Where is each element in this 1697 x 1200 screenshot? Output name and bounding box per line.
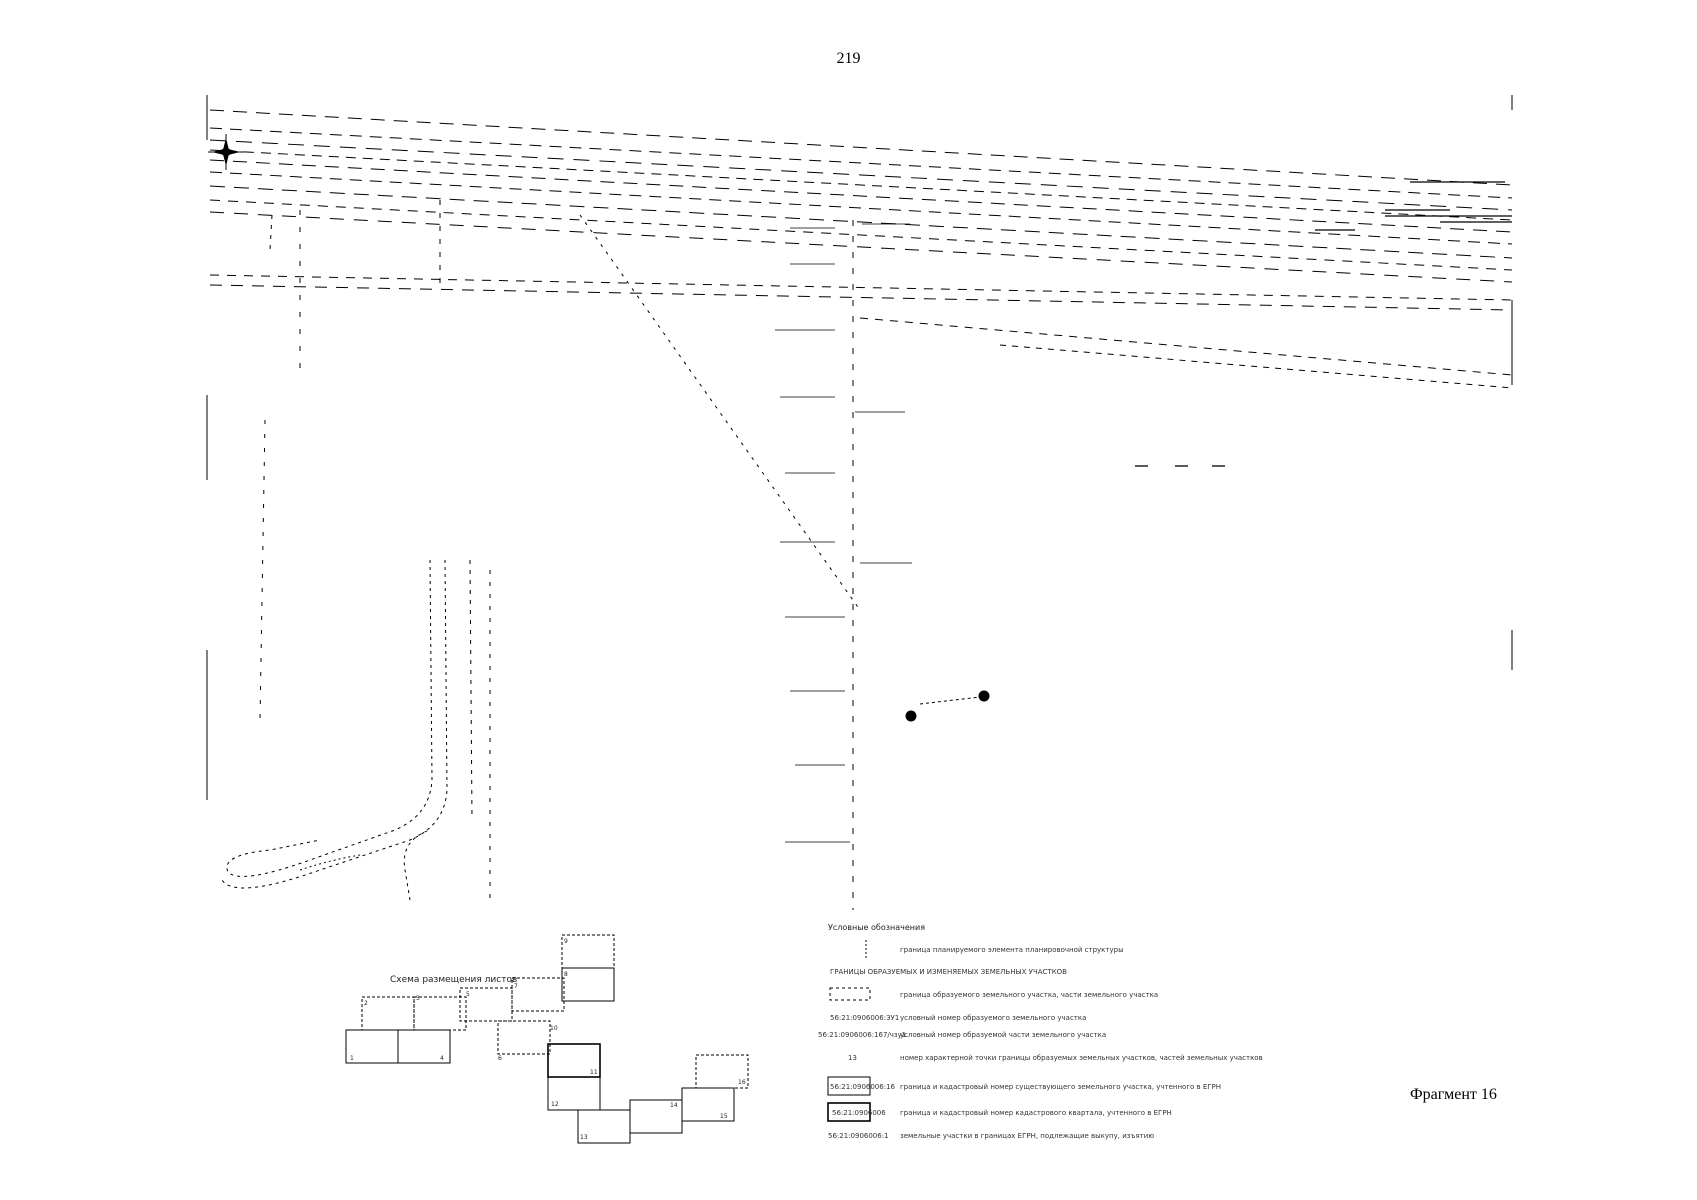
legend-item-text: номер характерной точки границы образуем…: [900, 1054, 1263, 1062]
sheet-number: 1: [350, 1055, 354, 1062]
compass-rose-icon: [208, 134, 244, 170]
legend-item-symbol: 56:21:0906006: [832, 1109, 886, 1117]
boundary-point-markers: [905, 690, 990, 722]
scheme-title: Схема размещения листов: [390, 975, 517, 985]
sheet-number: 13: [580, 1134, 588, 1141]
legend-item-symbol: 56:21:0906006:ЗУ1: [830, 1014, 899, 1022]
legend-item-symbol: 56:21:0906006:16: [830, 1083, 896, 1091]
sheet-number: 4: [440, 1055, 444, 1062]
sheet-number: 2: [364, 1000, 368, 1007]
legend-item-text: граница и кадастровый номер кадастрового…: [900, 1109, 1172, 1117]
legend-item-symbol: 56:21:0906006:167/чзу1: [818, 1031, 906, 1039]
legend-section-heading: ГРАНИЦЫ ОБРАЗУЕМЫХ И ИЗМЕНЯЕМЫХ ЗЕМЕЛЬНЫ…: [830, 968, 1067, 976]
legend-item-text: земельные участки в границах ЕГРН, подле…: [900, 1132, 1154, 1140]
sheet-number: 14: [670, 1102, 678, 1109]
sheet-number: 16: [738, 1079, 746, 1086]
railway-corridor-lines: [209, 109, 1513, 389]
sheet-number: 12: [551, 1101, 559, 1108]
parcel-labels: [775, 223, 912, 843]
sheet-number: 5: [466, 991, 470, 998]
sheet-number: 3: [416, 995, 420, 1002]
legend-item-text: граница планируемого элемента планировоч…: [900, 946, 1124, 954]
sheet-number: 10: [550, 1025, 558, 1032]
sheet-number: 11: [590, 1069, 598, 1076]
legend-item-text: граница образуемого земельного участка, …: [900, 991, 1158, 999]
sheet-number: 9: [564, 938, 568, 945]
sheet-number: 15: [720, 1113, 728, 1120]
road-edge-lines: [1135, 181, 1512, 467]
sheet-placement-scheme: [345, 934, 749, 1144]
legend-item-symbol: 13: [848, 1054, 857, 1062]
map-legend: Условные обозначения граница планируемог…: [818, 923, 1263, 1140]
map-frame: [206, 95, 1513, 800]
sheet-number: 6: [498, 1055, 502, 1062]
legend-item-symbol: 56:21:0906006:1: [828, 1132, 889, 1140]
sheet-number: 7: [514, 983, 518, 990]
legend-item-text: граница и кадастровый номер существующег…: [900, 1083, 1221, 1091]
sheet-number: 8: [564, 971, 568, 978]
page-number: 219: [836, 50, 861, 67]
legend-title: Условные обозначения: [828, 923, 925, 932]
legend-item-text: условный номер образуемой части земельно…: [900, 1031, 1106, 1039]
legend-item-text: условный номер образуемого земельного уч…: [900, 1014, 1086, 1022]
parcel-boundary-vertical: [259, 200, 861, 910]
fragment-label: Фрагмент 16: [1410, 1086, 1497, 1103]
local-road-curve: [221, 559, 491, 901]
sheet-numbers: 1 2 3 4 5 6 7 8 9 10 11 12 13 14 15 16: [350, 938, 746, 1141]
